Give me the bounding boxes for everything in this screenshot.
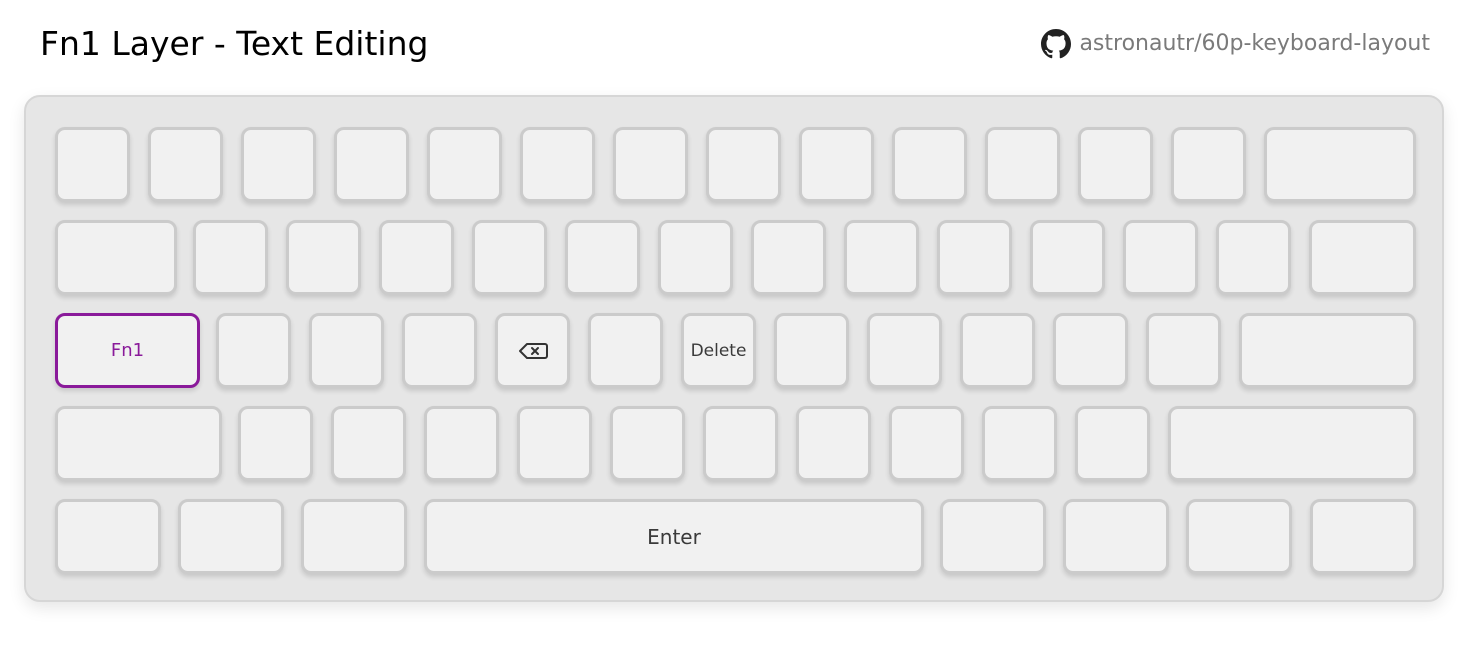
key[interactable] — [334, 127, 409, 202]
key[interactable] — [1309, 220, 1416, 295]
key[interactable] — [706, 127, 781, 202]
key[interactable] — [241, 127, 316, 202]
key[interactable] — [424, 406, 499, 481]
key[interactable] — [1123, 220, 1198, 295]
key[interactable] — [844, 220, 919, 295]
key[interactable] — [960, 313, 1035, 388]
key[interactable] — [309, 313, 384, 388]
key[interactable] — [55, 220, 177, 295]
key[interactable] — [331, 406, 406, 481]
key[interactable] — [985, 127, 1060, 202]
key[interactable] — [379, 220, 454, 295]
key[interactable] — [751, 220, 826, 295]
page-title: Fn1 Layer - Text Editing — [40, 24, 429, 63]
key[interactable] — [588, 313, 663, 388]
key[interactable] — [892, 127, 967, 202]
key[interactable] — [1078, 127, 1153, 202]
key[interactable] — [148, 127, 223, 202]
key[interactable] — [286, 220, 361, 295]
key[interactable] — [1239, 313, 1416, 388]
key[interactable] — [703, 406, 778, 481]
key[interactable] — [1075, 406, 1150, 481]
key[interactable] — [1168, 406, 1416, 481]
key[interactable] — [1030, 220, 1105, 295]
delete-key[interactable]: Delete — [681, 313, 756, 388]
key[interactable] — [867, 313, 942, 388]
key[interactable] — [520, 127, 595, 202]
key[interactable] — [402, 313, 477, 388]
key[interactable] — [55, 406, 222, 481]
keyboard: Fn1 Delete — [24, 95, 1444, 602]
key[interactable] — [799, 127, 874, 202]
key[interactable] — [1216, 220, 1291, 295]
backspace-key[interactable] — [495, 313, 570, 388]
key[interactable] — [55, 499, 161, 574]
backspace-icon — [517, 341, 549, 361]
key[interactable] — [301, 499, 407, 574]
key[interactable] — [937, 220, 1012, 295]
key[interactable] — [238, 406, 313, 481]
key[interactable] — [610, 406, 685, 481]
key[interactable] — [1186, 499, 1292, 574]
github-icon — [1041, 29, 1072, 59]
key[interactable] — [1310, 499, 1416, 574]
enter-key[interactable]: Enter — [424, 499, 924, 574]
key[interactable] — [1171, 127, 1246, 202]
key[interactable] — [889, 406, 964, 481]
key[interactable] — [1264, 127, 1416, 202]
key[interactable] — [658, 220, 733, 295]
key[interactable] — [940, 499, 1046, 574]
key[interactable] — [178, 499, 284, 574]
key[interactable] — [1053, 313, 1128, 388]
key[interactable] — [774, 313, 849, 388]
key[interactable] — [472, 220, 547, 295]
key[interactable] — [796, 406, 871, 481]
key[interactable] — [427, 127, 502, 202]
key[interactable] — [216, 313, 291, 388]
key[interactable] — [55, 127, 130, 202]
repo-link-label: astronautr/60p-keyboard-layout — [1079, 31, 1430, 56]
key[interactable] — [565, 220, 640, 295]
key[interactable] — [982, 406, 1057, 481]
key[interactable] — [193, 220, 268, 295]
key[interactable] — [517, 406, 592, 481]
repo-link[interactable]: astronautr/60p-keyboard-layout — [1041, 28, 1430, 60]
key[interactable] — [1146, 313, 1221, 388]
key[interactable] — [613, 127, 688, 202]
key[interactable] — [1063, 499, 1169, 574]
fn1-key[interactable]: Fn1 — [55, 313, 200, 388]
